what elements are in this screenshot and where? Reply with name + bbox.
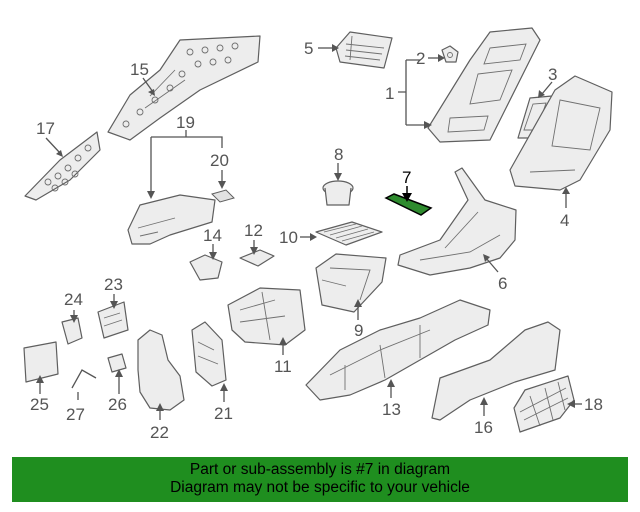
- part-2-clip[interactable]: [441, 45, 459, 63]
- callout-27[interactable]: 27: [66, 405, 85, 424]
- part-13-console-carrier[interactable]: [305, 299, 491, 401]
- callout-17[interactable]: 17: [36, 119, 55, 138]
- part-18-mesh-pocket[interactable]: [513, 375, 575, 433]
- part-11-console-body[interactable]: [227, 287, 306, 346]
- part-27-wire[interactable]: [71, 369, 97, 389]
- callout-6[interactable]: 6: [498, 274, 507, 293]
- part-21-vertical-bracket[interactable]: [191, 321, 227, 387]
- part-24-box[interactable]: [61, 317, 83, 345]
- callout-1[interactable]: 1: [385, 84, 394, 103]
- part-26-clip[interactable]: [107, 353, 127, 373]
- callout-19[interactable]: 19: [176, 113, 195, 132]
- callout-9[interactable]: 9: [354, 321, 363, 340]
- callout-21[interactable]: 21: [214, 404, 233, 423]
- callout-numbers: 1 2 3 4 5 6 7 8 9 10 11 12 13 14 15 16 1…: [30, 39, 603, 442]
- part-5-air-vent[interactable]: [335, 31, 393, 69]
- banner-line-1: Part or sub-assembly is #7 in diagram: [189, 461, 451, 478]
- callout-4[interactable]: 4: [560, 211, 569, 230]
- info-banner: Part or sub-assembly is #7 in diagram Di…: [12, 457, 628, 502]
- exploded-parts-diagram: 1 2 3 4 5 6 7 8 9 10 11 12 13 14 15 16 1…: [23, 27, 613, 442]
- callout-14[interactable]: 14: [203, 226, 222, 245]
- callout-2[interactable]: 2: [416, 49, 425, 68]
- callout-13[interactable]: 13: [382, 400, 401, 419]
- part-20-bracket[interactable]: [211, 189, 235, 203]
- callout-8[interactable]: 8: [334, 145, 343, 164]
- callout-25[interactable]: 25: [30, 395, 49, 414]
- part-15-side-trim[interactable]: [107, 35, 261, 141]
- part-19-armrest-lid[interactable]: [127, 194, 216, 245]
- callout-3[interactable]: 3: [548, 65, 557, 84]
- callout-12[interactable]: 12: [244, 221, 263, 240]
- part-6-console-top-trim[interactable]: [397, 167, 517, 276]
- callout-22[interactable]: 22: [150, 423, 169, 442]
- part-9-storage-bin[interactable]: [315, 253, 387, 313]
- callout-23[interactable]: 23: [104, 275, 123, 294]
- callout-18[interactable]: 18: [584, 395, 603, 414]
- part-7-console-mat-highlighted[interactable]: [384, 193, 433, 216]
- callout-5[interactable]: 5: [304, 39, 313, 58]
- part-1-console-bezel[interactable]: [427, 27, 541, 143]
- callout-10[interactable]: 10: [279, 228, 298, 247]
- callout-20[interactable]: 20: [210, 151, 229, 170]
- callout-16[interactable]: 16: [474, 418, 493, 437]
- callout-7-highlighted[interactable]: 7: [402, 168, 411, 187]
- leader-lines: [36, 44, 582, 420]
- part-16-side-panel[interactable]: [431, 321, 561, 421]
- part-10-ribbed-mat[interactable]: [315, 221, 383, 246]
- part-25-pad[interactable]: [23, 341, 59, 383]
- part-14-bracket[interactable]: [189, 254, 223, 281]
- callout-24[interactable]: 24: [64, 290, 83, 309]
- part-22-rear-trim[interactable]: [137, 329, 185, 411]
- part-12-bracket[interactable]: [239, 249, 275, 267]
- part-23-switch-panel[interactable]: [97, 301, 129, 339]
- callout-26[interactable]: 26: [108, 395, 127, 414]
- banner-line-2: Diagram may not be specific to your vehi…: [170, 479, 470, 496]
- callout-11[interactable]: 11: [274, 357, 292, 376]
- part-8-cup-holder[interactable]: [322, 180, 354, 206]
- callout-15[interactable]: 15: [130, 60, 149, 79]
- part-17-trim-panel[interactable]: [24, 131, 101, 201]
- part-4-console-frame[interactable]: [509, 75, 613, 191]
